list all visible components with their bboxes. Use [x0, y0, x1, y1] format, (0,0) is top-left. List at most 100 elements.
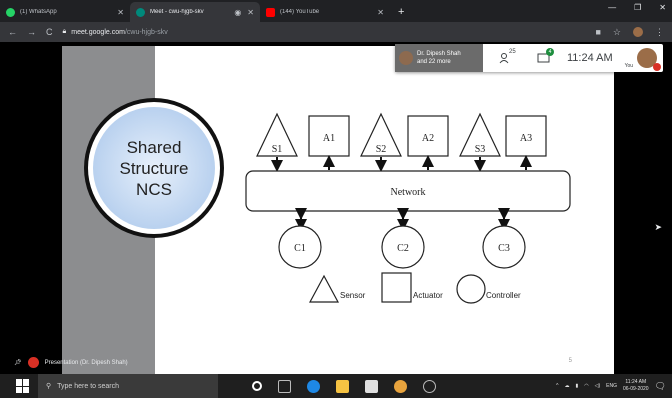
star-icon[interactable]: ☆: [612, 26, 621, 37]
minimize-icon[interactable]: —: [608, 3, 617, 12]
pin-icon[interactable]: 📌︎: [14, 360, 22, 366]
legend-sensor-label: Sensor: [340, 291, 366, 300]
close-icon[interactable]: ✕: [247, 7, 254, 17]
url-host: meet.google.com: [71, 28, 125, 36]
presenter-name: Dr. Dipesh Shah: [417, 51, 461, 57]
slide-number: 5: [568, 358, 572, 364]
legend-sensor-shape: [308, 274, 340, 303]
controller-circle: [381, 225, 425, 269]
search-placeholder: Type here to search: [57, 382, 120, 390]
menu-icon[interactable]: ⋮: [655, 26, 664, 37]
actuator-box: [505, 115, 547, 157]
file-explorer-icon[interactable]: [336, 379, 349, 393]
controller-label: C3: [498, 243, 510, 254]
presentation-label: Presentation (Dr. Dipesh Shah): [44, 359, 128, 366]
presenter-chip[interactable]: Dr. Dipesh Shah and 22 more: [395, 44, 483, 72]
forward-icon[interactable]: →: [27, 27, 36, 37]
controller-circle: [278, 225, 322, 269]
store-icon[interactable]: [365, 379, 378, 393]
tab-whatsapp[interactable]: (1) WhatsApp ✕: [0, 2, 130, 22]
legend-controller-shape: [456, 274, 486, 304]
tab-meet[interactable]: Meet - cwu-hjgb-skv ◉ ✕: [130, 2, 260, 22]
sensor-triangle: [256, 112, 298, 157]
lock-icon: 🔒︎: [62, 28, 67, 35]
circle-line-1: Shared: [126, 137, 182, 157]
window-controls: — ❐ ✕: [608, 3, 666, 12]
maximize-icon[interactable]: ❐: [634, 3, 642, 12]
url-path: /cwu-hjgb-skv: [124, 28, 168, 36]
notification-icon[interactable]: 🗨︎: [654, 380, 666, 391]
actuator-box: [308, 115, 350, 157]
meet-icon: [136, 7, 145, 17]
cloud-icon[interactable]: ☁: [564, 383, 570, 389]
legend-actuator-label: Actuator: [413, 291, 443, 300]
mouse-cursor-icon: ➤: [654, 222, 662, 232]
mic-muted-icon: [27, 357, 39, 368]
close-icon[interactable]: ✕: [377, 7, 384, 17]
people-button[interactable]: 25: [499, 49, 516, 65]
back-icon[interactable]: ←: [8, 27, 17, 37]
system-tray: ^ ☁ ▮ ◠ ◁) ENG 11:24 AM 06-09-2020 🗨︎: [556, 379, 672, 393]
volume-icon[interactable]: ◁): [594, 383, 601, 389]
network-label: Network: [391, 187, 426, 198]
controller-label: C2: [397, 243, 409, 254]
camera-icon[interactable]: ■: [595, 27, 601, 37]
taskbar-clock[interactable]: 11:24 AM 06-09-2020: [623, 379, 649, 393]
tab-youtube[interactable]: (144) YouTube ✕: [260, 2, 390, 22]
chat-button[interactable]: 4: [537, 48, 554, 65]
participants-count: 25: [509, 49, 516, 55]
sensor-triangle: [360, 112, 402, 157]
windows-taskbar: ⚲ Type here to search ^ ☁ ▮ ◠ ◁) ENG 11:…: [0, 374, 672, 398]
self-avatar[interactable]: [637, 48, 657, 68]
address-bar[interactable]: 🔒︎ meet.google.com/cwu-hjgb-skv: [63, 28, 168, 36]
whatsapp-icon: [6, 7, 15, 17]
you-label: You: [624, 63, 633, 69]
taskbar-date: 06-09-2020: [622, 386, 649, 392]
legend-controller-label: Controller: [486, 291, 521, 300]
address-bar-row: ← → C 🔒︎ meet.google.com/cwu-hjgb-skv ■ …: [0, 22, 672, 42]
tab-label: Meet - cwu-hjgb-skv: [150, 9, 204, 15]
legend-actuator-shape: [381, 272, 412, 303]
search-icon: ⚲: [46, 383, 52, 390]
close-window-icon[interactable]: ✕: [659, 3, 666, 12]
reload-icon[interactable]: C: [46, 27, 53, 37]
taskbar-time: 11:24 AM: [625, 379, 647, 385]
battery-icon[interactable]: ▮: [575, 383, 579, 389]
tab-label: (144) YouTube: [280, 9, 320, 15]
chevron-up-icon[interactable]: ^: [556, 383, 559, 389]
people-icon: [499, 53, 509, 64]
controller-label: C1: [294, 243, 306, 254]
circle-line-2: Structure: [119, 158, 189, 178]
cortana-icon[interactable]: [252, 381, 262, 391]
meet-clock: 11:24 AM: [567, 52, 613, 64]
tab-label: (1) WhatsApp: [20, 9, 57, 15]
sensor-triangle: [459, 112, 501, 157]
wifi-icon[interactable]: ◠: [584, 383, 589, 389]
meet-top-bar: Dr. Dipesh Shah and 22 more 25 4 11:24 A…: [395, 44, 663, 72]
profile-icon[interactable]: [633, 27, 643, 37]
windows-start-icon[interactable]: [16, 379, 30, 393]
ncs-circle: Shared Structure NCS: [84, 98, 224, 238]
sensor-label: S1: [272, 144, 283, 155]
language-indicator[interactable]: ENG: [606, 383, 617, 389]
controller-circle: [482, 225, 526, 269]
sensor-label: S2: [376, 144, 387, 155]
app-icon[interactable]: [423, 379, 436, 393]
actuator-label: A1: [323, 133, 335, 144]
chrome-icon[interactable]: [394, 379, 407, 393]
circle-line-3: NCS: [136, 179, 172, 199]
tab-strip: (1) WhatsApp ✕ Meet - cwu-hjgb-skv ◉ ✕ (…: [0, 0, 672, 22]
presenter-more: and 22 more: [417, 59, 451, 65]
taskbar-search[interactable]: ⚲ Type here to search: [38, 374, 218, 398]
edge-icon[interactable]: [307, 379, 320, 393]
task-view-icon[interactable]: [278, 379, 291, 393]
recording-icon: ◉: [234, 7, 242, 17]
new-tab-button[interactable]: +: [398, 6, 405, 18]
chat-icon: [537, 53, 550, 63]
actuator-label: A2: [422, 133, 434, 144]
sensor-label: S3: [475, 144, 486, 155]
close-icon[interactable]: ✕: [117, 7, 124, 17]
youtube-icon: [266, 7, 275, 17]
presentation-indicator: 📌︎ Presentation (Dr. Dipesh Shah): [14, 357, 128, 368]
